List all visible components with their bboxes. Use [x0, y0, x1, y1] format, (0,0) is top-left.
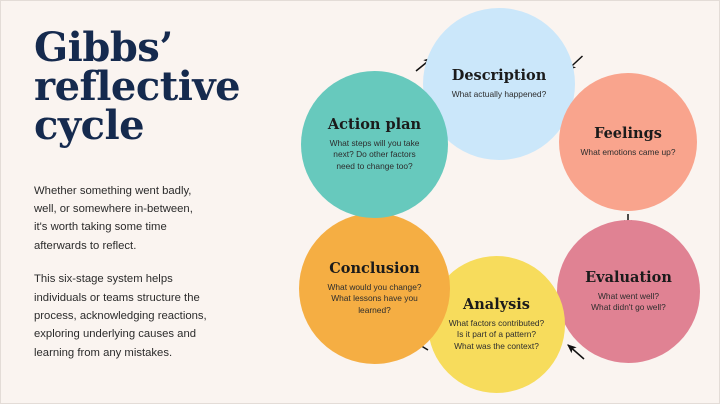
stage-title-action-plan: Action plan [327, 116, 422, 134]
page-title: Gibbs’ reflective cycle [34, 24, 241, 150]
intro-text-block: Gibbs’ reflective cycle Whether somethin… [34, 28, 284, 362]
stage-title-analysis: Analysis [463, 296, 530, 314]
stage-desc-conclusion: What would you change? What lessons have… [327, 282, 422, 315]
stage-title-evaluation: Evaluation [585, 268, 672, 286]
cycle-stage-feelings[interactable]: Feelings What emotions came up? [559, 73, 697, 211]
cycle-stage-description[interactable]: Description What actually happened? [423, 8, 575, 160]
intro-paragraph-1: Whether something went badly, well, or s… [34, 184, 193, 252]
stage-desc-evaluation: What went well? What didn't go well? [591, 290, 666, 312]
stage-title-description: Description [451, 66, 547, 84]
cycle-stage-analysis[interactable]: Analysis What factors contributed? Is it… [428, 256, 565, 393]
stage-desc-description: What actually happened? [451, 88, 547, 99]
cycle-stage-conclusion[interactable]: Conclusion What would you change? What l… [299, 213, 450, 364]
stage-title-feelings: Feelings [594, 124, 662, 142]
cycle-stage-evaluation[interactable]: Evaluation What went well? What didn't g… [557, 220, 700, 363]
intro-paragraph-2: This six-stage system helps individuals … [34, 273, 207, 359]
stage-desc-analysis: What factors contributed? Is it part of … [448, 318, 545, 351]
gibbs-cycle-diagram: Description What actually happened? Feel… [282, 0, 720, 404]
stage-desc-feelings: What emotions came up? [580, 146, 676, 157]
arrow-evaluation-to-analysis [567, 344, 585, 360]
stage-desc-action-plan: What steps will you take next? Do other … [329, 138, 420, 171]
stage-title-conclusion: Conclusion [329, 260, 420, 278]
cycle-stage-action-plan[interactable]: Action plan What steps will you take nex… [301, 71, 448, 218]
